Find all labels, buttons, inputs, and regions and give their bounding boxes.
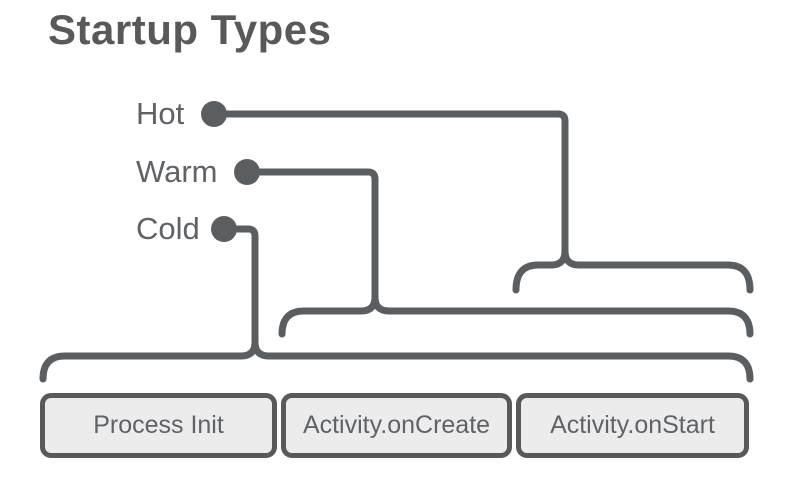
hot-connector-stem (210, 110, 569, 256)
hot-connector-brace (512, 250, 754, 294)
stage-box-label: Activity.onStart (550, 411, 715, 439)
hot-dot (201, 101, 227, 127)
cold-dot (211, 216, 237, 242)
cold-connector-stem (220, 225, 259, 347)
stage-box-process-init: Process Init (40, 393, 277, 458)
warm-dot (234, 159, 260, 185)
cold-connector-brace (39, 341, 754, 383)
warm-connector-stem (243, 168, 379, 302)
stage-box-activity-onstart: Activity.onStart (516, 393, 749, 458)
warm-connector-brace (278, 296, 754, 338)
stage-box-activity-oncreate: Activity.onCreate (281, 393, 512, 458)
stage-box-label: Process Init (93, 411, 224, 439)
page-title: Startup Types (48, 6, 332, 53)
type-label-warm: Warm (136, 154, 218, 189)
type-label-hot: Hot (136, 96, 185, 131)
type-label-cold: Cold (136, 211, 200, 246)
stage-box-label: Activity.onCreate (302, 411, 491, 439)
